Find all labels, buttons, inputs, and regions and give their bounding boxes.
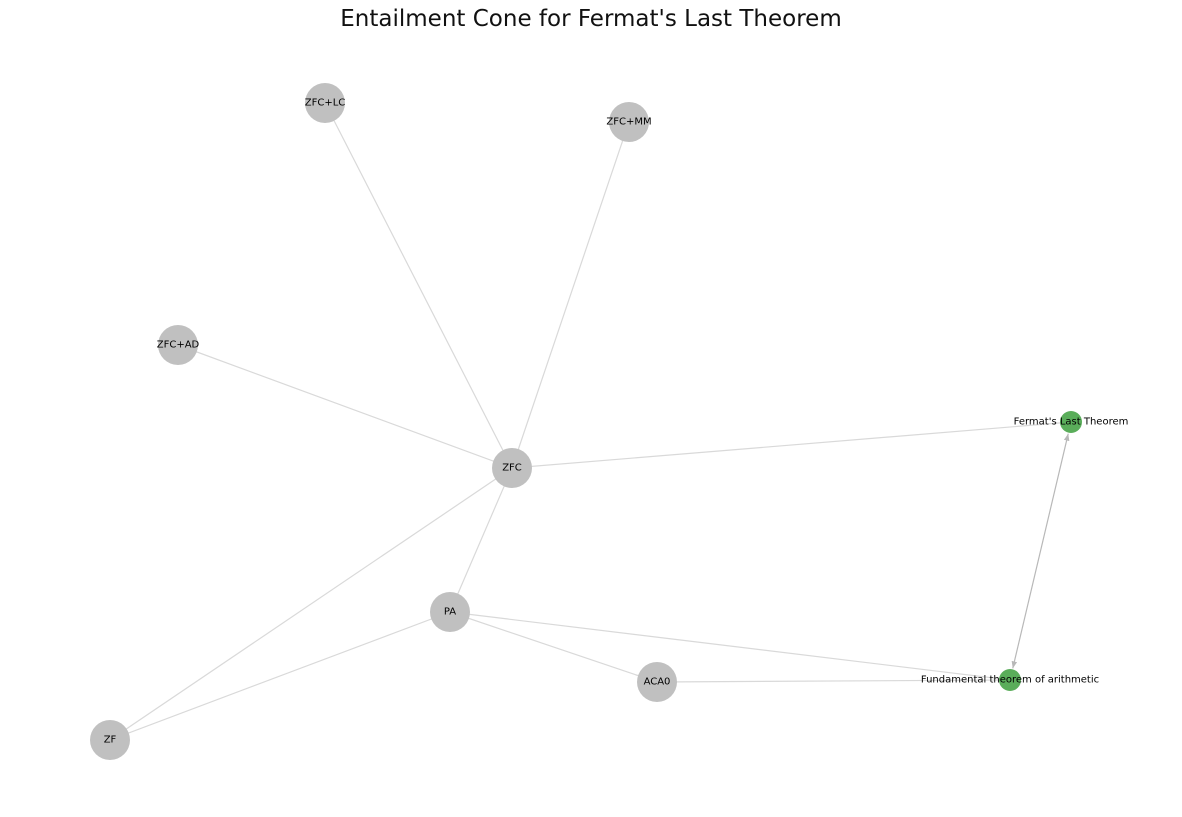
- edge-pa-to-aca0: [449, 611, 658, 683]
- node-flt: Fermat's Last Theorem: [1014, 411, 1129, 433]
- node-label: ZFC+MM: [606, 117, 651, 128]
- node-zfc-lc: ZFC+LC: [305, 83, 346, 123]
- node-circle: [430, 592, 470, 632]
- node-zfc-mm: ZFC+MM: [606, 102, 652, 142]
- node-label: Fermat's Last Theorem: [1014, 417, 1129, 428]
- node-label: Fundamental theorem of arithmetic: [921, 675, 1099, 686]
- edge-zfc-to-zf: [109, 467, 513, 741]
- node-circle: [609, 102, 649, 142]
- edge-zfc-to-zfc-ad: [177, 344, 513, 469]
- node-label: ZFC: [502, 463, 522, 474]
- node-circle: [90, 720, 130, 760]
- node-pa: PA: [430, 592, 470, 632]
- node-circle: [999, 669, 1021, 691]
- edges-layer: [109, 102, 1072, 741]
- node-circle: [492, 448, 532, 488]
- node-zf: ZF: [90, 720, 130, 760]
- node-label: ZFC+LC: [305, 98, 346, 109]
- node-zfc: ZFC: [492, 448, 532, 488]
- node-fta: Fundamental theorem of arithmetic: [921, 669, 1099, 691]
- diagram-title: Entailment Cone for Fermat's Last Theore…: [340, 6, 842, 32]
- node-label: ACA0: [644, 677, 671, 688]
- edge-pa-to-zf: [109, 611, 451, 741]
- edge-zfc-to-zfc-lc: [324, 102, 513, 469]
- node-circle: [1060, 411, 1082, 433]
- edge-pa-to-fta: [449, 611, 1011, 681]
- edge-zfc-to-flt: [511, 421, 1072, 469]
- edge-aca0-to-fta: [656, 679, 1011, 683]
- node-circle: [637, 662, 677, 702]
- node-circle: [305, 83, 345, 123]
- node-zfc-ad: ZFC+AD: [157, 325, 200, 365]
- node-label: ZFC+AD: [157, 340, 200, 351]
- node-label: PA: [444, 607, 456, 618]
- node-aca0: ACA0: [637, 662, 677, 702]
- node-circle: [158, 325, 198, 365]
- edge-fta-to-flt: [1011, 433, 1070, 669]
- node-label: ZF: [104, 735, 117, 746]
- edge-zfc-to-pa: [449, 467, 513, 613]
- edge-zfc-to-zfc-mm: [511, 121, 630, 469]
